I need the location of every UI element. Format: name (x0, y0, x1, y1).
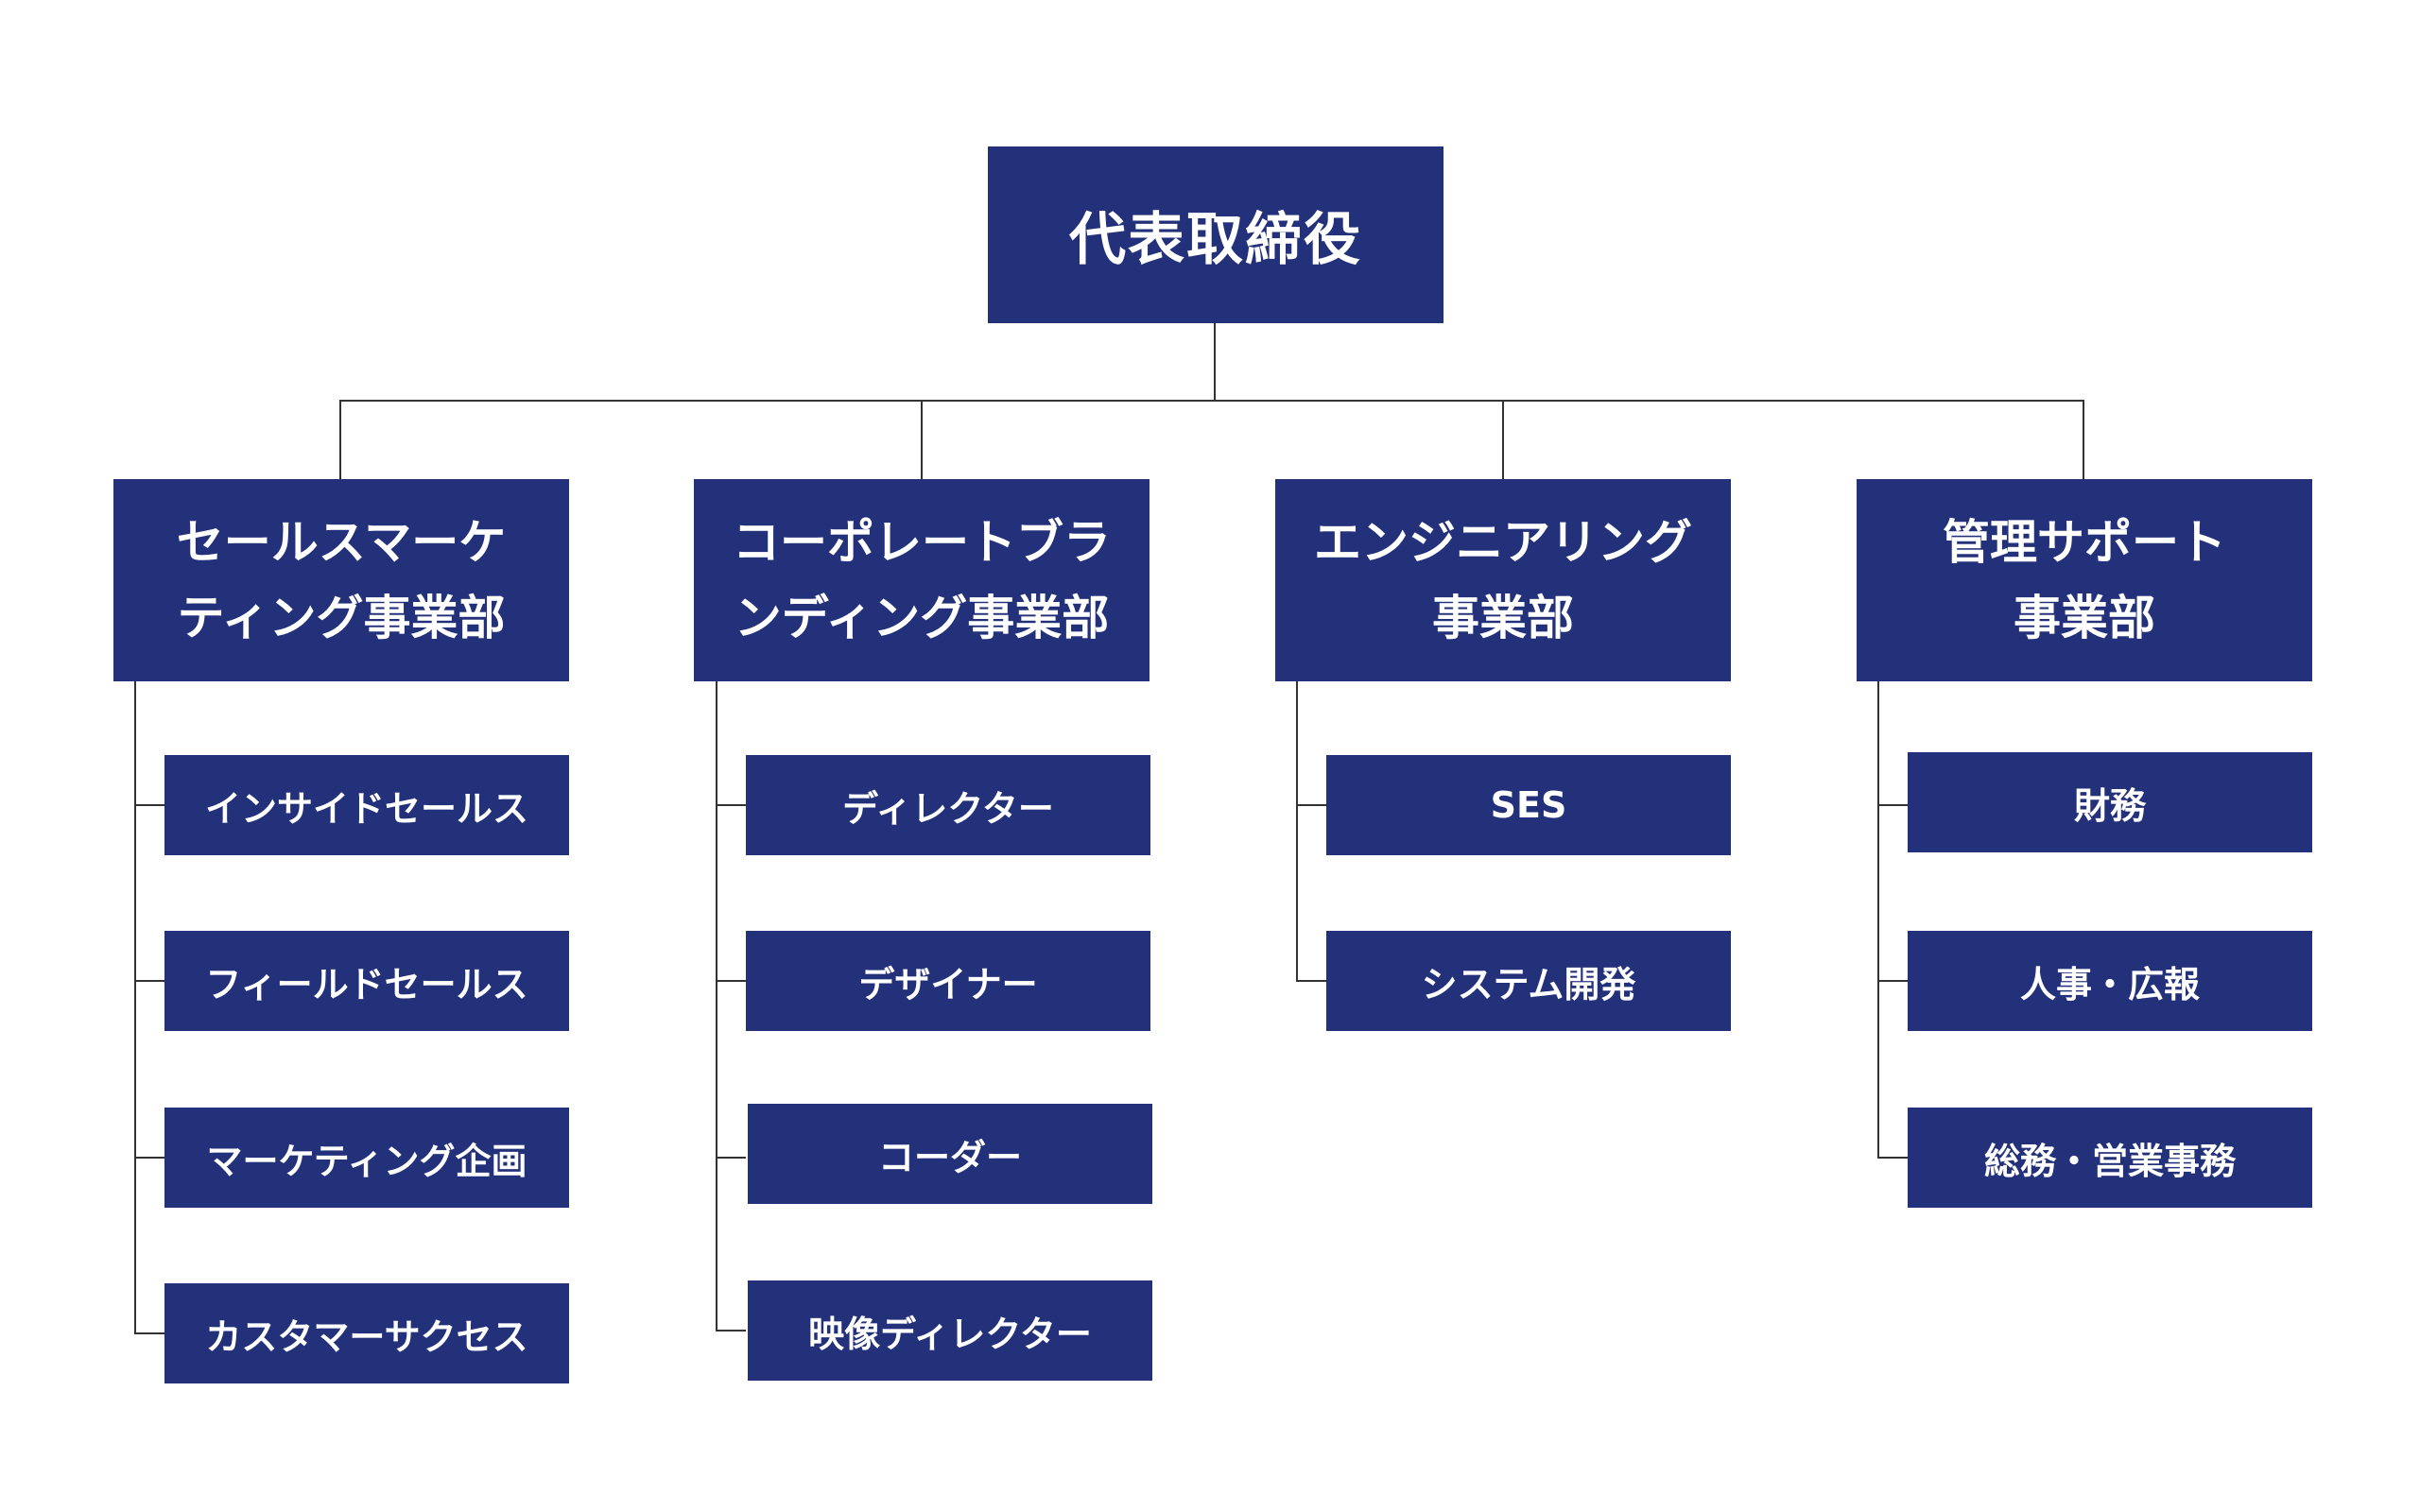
department-admin-support: 管理サポート 事業部 (1857, 479, 2312, 681)
team-trunk-line-1 (134, 681, 136, 1333)
team-box: 総務・営業事務 (1908, 1108, 2312, 1208)
team-label: コーダー (877, 1136, 1022, 1178)
team-box: 財務 (1908, 752, 2312, 852)
dept-connector-3 (1502, 400, 1504, 479)
department-label-line-2: 事業部 (1432, 591, 1574, 645)
team-label: インサイドセールス (204, 787, 528, 830)
team-trunk-line-3 (1296, 681, 1298, 981)
team-box: 人事・広報 (1908, 931, 2312, 1031)
team-branch-line (1877, 1157, 1908, 1159)
dept-connector-4 (2083, 400, 2084, 479)
department-label-line-1: 管理サポート (1943, 515, 2226, 570)
team-label: システム開発 (1421, 963, 1636, 1005)
team-label: カスタマーサクセス (205, 1315, 528, 1358)
team-branch-line (1296, 980, 1326, 982)
team-label: ディレクター (842, 787, 1054, 830)
department-bus-line (339, 400, 2083, 402)
team-label: フィールドセールス (205, 963, 528, 1005)
team-box: ディレクター (746, 755, 1150, 855)
team-box: マーケティング企画 (164, 1108, 569, 1208)
team-label: 人事・広報 (2019, 963, 2200, 1005)
team-branch-line (134, 1332, 164, 1334)
team-box: デザイナー (746, 931, 1150, 1031)
team-branch-line (134, 1157, 164, 1159)
team-label: マーケティング企画 (206, 1140, 527, 1182)
team-box: システム開発 (1326, 931, 1731, 1031)
team-label: 映像ディレクター (808, 1313, 1092, 1355)
team-branch-line (134, 980, 164, 982)
team-box: 映像ディレクター (748, 1280, 1152, 1381)
dept-connector-1 (339, 400, 341, 479)
department-sales-marketing: セールスマーケ ティング事業部 (113, 479, 569, 681)
department-engineering: エンジニアリング 事業部 (1275, 479, 1731, 681)
team-branch-line (1877, 980, 1908, 982)
team-branch-line (134, 804, 164, 806)
team-branch-line (1877, 804, 1908, 806)
team-label: 財務 (2073, 784, 2146, 827)
team-branch-line (716, 1157, 746, 1159)
team-box: カスタマーサクセス (164, 1283, 569, 1383)
department-corporate-branding: コーポレートブラ ンディング事業部 (694, 479, 1150, 681)
ceo-label: 代表取締役 (1069, 207, 1362, 273)
team-branch-line (716, 804, 746, 806)
team-label: デザイナー (858, 963, 1038, 1005)
ceo-box: 代表取締役 (988, 146, 1443, 323)
team-branch-line (716, 1330, 746, 1332)
department-label-line-1: セールスマーケ (176, 515, 507, 570)
ceo-connector (1214, 323, 1216, 401)
team-box: コーダー (748, 1104, 1152, 1204)
team-box: SES (1326, 755, 1731, 855)
team-box: インサイドセールス (164, 755, 569, 855)
team-trunk-line-4 (1877, 681, 1879, 1158)
team-box: フィールドセールス (164, 931, 569, 1031)
team-trunk-line-2 (716, 681, 717, 1331)
dept-connector-2 (921, 400, 923, 479)
department-label-line-2: 事業部 (2014, 591, 2155, 645)
department-label-line-2: ンディング事業部 (734, 591, 1110, 645)
team-branch-line (716, 980, 746, 982)
department-label-line-1: コーポレートブラ (733, 515, 1111, 570)
department-label-line-1: エンジニアリング (1314, 515, 1692, 570)
team-label: 総務・営業事務 (1983, 1140, 2236, 1182)
team-branch-line (1296, 804, 1326, 806)
department-label-line-2: ティング事業部 (177, 591, 506, 645)
team-label: SES (1490, 784, 1567, 826)
